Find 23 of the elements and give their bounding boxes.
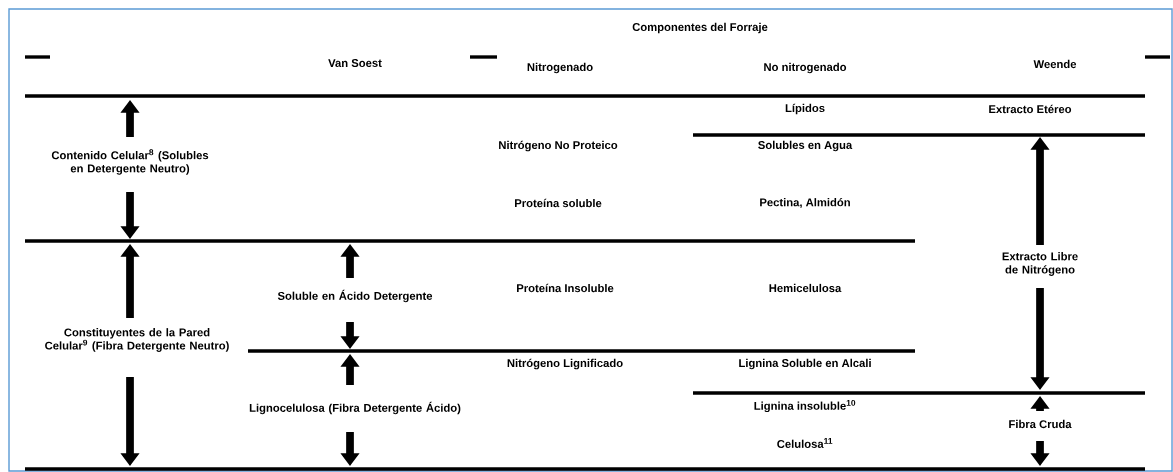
column-heading: Weende [1033, 59, 1077, 69]
row-label: Extracto Libre de Nitrógeno [1002, 252, 1078, 276]
row-label: Fibra Cruda [1009, 419, 1072, 429]
column-heading: No nitrogenado [764, 62, 847, 74]
row-label: Contenido Celular$^{8}$ (Solubles en Detergente Neutro) [51, 149, 209, 175]
row-label: Lípidos [785, 103, 825, 115]
row-label: Pectina, Almidón [760, 198, 850, 208]
column-heading: Nitrogenado [527, 62, 593, 74]
row-label: Hemicelulosa [769, 283, 842, 293]
row-label: Nitrógeno Lignificado [507, 358, 623, 370]
row-label: Lignina Soluble en Alcali [739, 358, 871, 370]
row-label: Lignina insoluble$^{10}$ [754, 399, 856, 413]
row-label: Lignocelulosa (Fibra Detergente Ácido) [249, 401, 461, 415]
row-label: Solubles en Agua [758, 140, 853, 152]
row-label: Proteína soluble [515, 198, 602, 208]
row-label: Nitrógeno No Proteico [499, 140, 618, 152]
row-label: Extracto Etéreo [989, 104, 1072, 114]
row-label: Proteína Insoluble [517, 283, 614, 293]
row-label: Soluble en Ácido Detergente [277, 289, 433, 303]
column-heading: Van Soest [328, 59, 382, 67]
row-label: Constituyentes de la Pared Celular$^{9}$ (Fibra Detergente Neutro) [45, 328, 229, 352]
title: Componentes del Forraje [632, 22, 768, 34]
row-label: Celulosa$^{11}$ [777, 438, 833, 448]
